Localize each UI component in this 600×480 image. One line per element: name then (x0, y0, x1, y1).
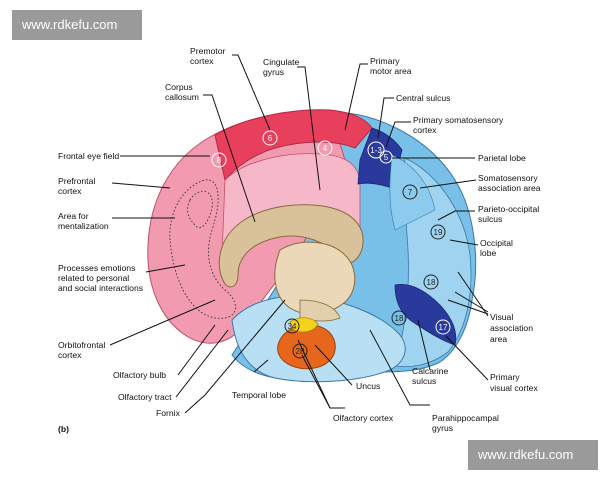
area-8: 8 (217, 156, 222, 165)
area-7: 7 (408, 188, 413, 197)
label-occipital-1: Occipital (480, 238, 513, 248)
label-visual-assoc-1: Visual (490, 312, 513, 322)
area-4: 4 (323, 144, 328, 153)
label-cingulate-2: gyrus (263, 67, 284, 77)
watermark-bottom: www.rdkefu.com (468, 440, 598, 470)
label-premotor-2: cortex (190, 56, 214, 66)
label-primary-visual-2: visual cortex (490, 383, 538, 393)
brain-medial-view (147, 109, 477, 383)
mentalization-outline (169, 179, 236, 319)
label-visual-assoc-2: association (490, 323, 533, 333)
area-1-3: 1-3 (370, 146, 382, 155)
area-28: 28 (296, 347, 305, 356)
label-primary-motor-2: motor area (370, 66, 412, 76)
watermark-top: www.rdkefu.com (12, 10, 142, 40)
area-5: 5 (384, 153, 389, 162)
label-parahippo-1: Parahippocampal (432, 413, 499, 423)
label-corpus-1: Corpus (165, 82, 193, 92)
area-6: 6 (268, 134, 273, 143)
thalamus (274, 241, 356, 315)
area-34: 34 (288, 322, 297, 331)
label-uncus: Uncus (356, 381, 380, 391)
parietal-association-region (389, 154, 436, 231)
label-corpus-2: callosum (165, 92, 199, 102)
label-calcarine-2: sulcus (412, 376, 436, 386)
label-cingulate-1: Cingulate (263, 57, 300, 67)
labels: Premotor cortex Cingulate gyrus Primary … (58, 46, 541, 434)
area-18-lower: 18 (395, 314, 404, 323)
label-frontal-eye: Frontal eye field (58, 151, 119, 161)
label-parieto-occ-2: sulcus (478, 214, 502, 224)
label-calcarine-1: Calcarine (412, 366, 449, 376)
label-primary-motor-1: Primary (370, 56, 400, 66)
area-markers: 6 4 8 1-3 5 7 19 18 18 17 34 28 (211, 130, 451, 359)
label-olf-bulb: Olfactory bulb (113, 370, 166, 380)
area-17: 17 (439, 323, 448, 332)
label-orbitofrontal-1: Orbitofrontal (58, 340, 105, 350)
motor-premotor-region (214, 109, 373, 182)
label-processes-3: and social interactions (58, 283, 143, 293)
label-central-sulcus: Central sulcus (396, 93, 450, 103)
label-parahippo-2: gyrus (432, 423, 453, 433)
label-prim-soma-2: cortex (413, 125, 437, 135)
label-soma-assoc-1: Somatosensory (478, 173, 538, 183)
label-olf-tract: Olfactory tract (118, 392, 172, 402)
label-prefrontal-1: Prefrontal (58, 176, 95, 186)
label-orbitofrontal-2: cortex (58, 350, 82, 360)
emotion-outline (187, 190, 213, 229)
label-parietal: Parietal lobe (478, 153, 526, 163)
label-occipital-2: lobe (480, 248, 496, 258)
label-processes-1: Processes emotions (58, 263, 135, 273)
label-area-ment-1: Area for (58, 211, 89, 221)
label-premotor-1: Premotor (190, 46, 225, 56)
figure-label: (b) (58, 424, 69, 434)
label-soma-assoc-2: association area (478, 183, 541, 193)
area-19: 19 (434, 228, 443, 237)
label-visual-assoc-3: area (490, 334, 507, 344)
label-area-ment-2: mentalization (58, 221, 109, 231)
label-olf-cortex: Olfactory cortex (333, 413, 394, 423)
label-prefrontal-2: cortex (58, 186, 82, 196)
area-18-upper: 18 (427, 278, 436, 287)
label-parieto-occ-1: Parieto-occipital (478, 204, 539, 214)
label-fornix: Fornix (156, 408, 181, 418)
label-processes-2: related to personal (58, 273, 129, 283)
label-prim-soma-1: Primary somatosensory (413, 115, 504, 125)
leader-lines (109, 54, 489, 414)
label-temporal: Temporal lobe (232, 390, 286, 400)
label-primary-visual-1: Primary (490, 372, 520, 382)
